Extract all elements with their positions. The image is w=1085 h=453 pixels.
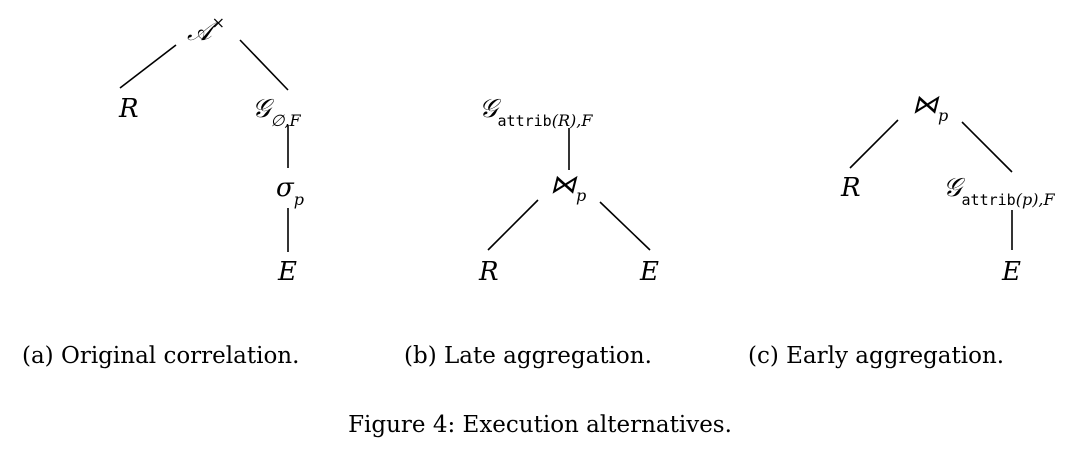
panel-a-caption: (a) Original correlation. xyxy=(22,343,299,369)
node-b-join: ⋈p xyxy=(550,170,586,205)
node-b-relation-e: E xyxy=(639,257,659,287)
node-a-selection: σp xyxy=(276,173,304,209)
edge-c-join-r xyxy=(849,119,899,169)
panel-a-tree: 𝒜× R 𝒢∅,F σp E xyxy=(118,13,304,287)
edge-a-root-r xyxy=(119,44,177,89)
node-c-grouping: 𝒢attrib(p),F xyxy=(943,173,1056,209)
node-a-relation-r: R xyxy=(118,94,139,124)
edge-c-join-g xyxy=(961,121,1013,173)
node-a-grouping: 𝒢∅,F xyxy=(252,94,302,130)
node-b-relation-r: R xyxy=(478,257,499,287)
edge-a-root-g xyxy=(239,39,289,91)
node-c-join: ⋈p xyxy=(912,90,948,125)
panel-c-caption: (c) Early aggregation. xyxy=(748,343,1004,369)
edge-b-join-r xyxy=(487,199,539,251)
panel-b-caption: (b) Late aggregation. xyxy=(404,343,652,369)
node-c-relation-r: R xyxy=(840,173,861,203)
panel-b-tree: 𝒢attrib(R),F ⋈p R E xyxy=(478,94,659,287)
panel-c-tree: ⋈p R 𝒢attrib(p),F E xyxy=(840,90,1056,287)
node-c-relation-e: E xyxy=(1001,257,1021,287)
node-b-grouping: 𝒢attrib(R),F xyxy=(479,94,593,130)
node-a-aggregate-root: 𝒜× xyxy=(187,13,225,47)
node-a-relation-e: E xyxy=(277,257,297,287)
figure-caption: Figure 4: Execution alternatives. xyxy=(348,412,732,438)
edge-b-join-e xyxy=(599,201,651,251)
